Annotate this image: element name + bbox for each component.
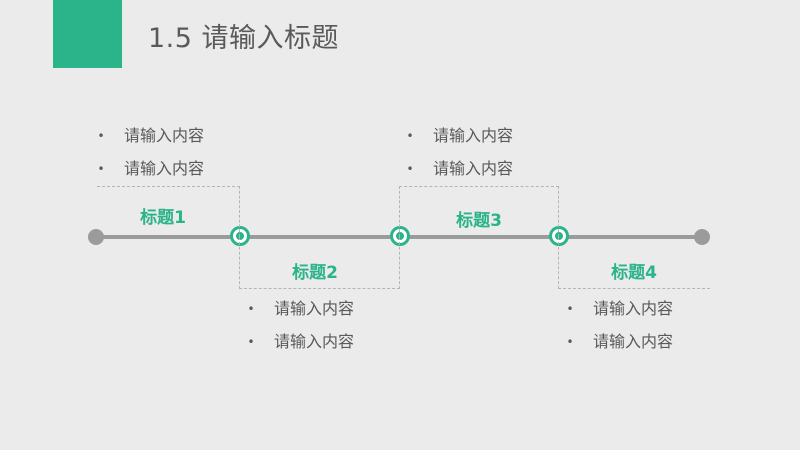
stage-title-2: 标题2 xyxy=(292,263,338,283)
list-item-text: 请输入内容 xyxy=(124,126,205,145)
stage-title-3: 标题3 xyxy=(456,211,502,231)
list-item: • 请输入内容 xyxy=(246,331,354,364)
list-item: • 请输入内容 xyxy=(565,331,673,364)
list-item-text: 请输入内容 xyxy=(274,332,355,351)
bullet-icon: • xyxy=(406,129,414,143)
stage-3-bullets: • 请输入内容 • 请输入内容 xyxy=(405,125,513,191)
accent-block xyxy=(53,0,122,68)
bullet-icon: • xyxy=(566,335,574,349)
page-title: 1.5 请输入标题 xyxy=(148,23,340,54)
bullet-icon: • xyxy=(247,335,255,349)
stage-2-bullets: • 请输入内容 • 请输入内容 xyxy=(246,298,354,364)
timeline-node-2 xyxy=(390,226,410,246)
bullet-icon: • xyxy=(97,129,105,143)
list-item-text: 请输入内容 xyxy=(433,159,514,178)
stage-title-4: 标题4 xyxy=(611,263,657,283)
stage-2-frame xyxy=(239,237,400,289)
list-item: • 请输入内容 xyxy=(246,298,354,331)
timeline-node-3 xyxy=(549,226,569,246)
list-item-text: 请输入内容 xyxy=(124,159,205,178)
list-item: • 请输入内容 xyxy=(405,158,513,191)
list-item-text: 请输入内容 xyxy=(593,332,674,351)
stage-3-frame xyxy=(399,186,559,237)
list-item: • 请输入内容 xyxy=(96,125,204,158)
stage-4-frame xyxy=(558,237,710,289)
stage-title-1: 标题1 xyxy=(140,208,186,228)
timeline-node-1 xyxy=(230,226,250,246)
list-item-text: 请输入内容 xyxy=(593,299,674,318)
bullet-icon: • xyxy=(97,162,105,176)
bullet-icon: • xyxy=(566,302,574,316)
stage-1-bullets: • 请输入内容 • 请输入内容 xyxy=(96,125,204,191)
list-item: • 请输入内容 xyxy=(96,158,204,191)
list-item-text: 请输入内容 xyxy=(433,126,514,145)
bullet-icon: • xyxy=(406,162,414,176)
bullet-icon: • xyxy=(247,302,255,316)
list-item-text: 请输入内容 xyxy=(274,299,355,318)
stage-1-frame xyxy=(97,186,240,237)
stage-4-bullets: • 请输入内容 • 请输入内容 xyxy=(565,298,673,364)
timeline-start-dot xyxy=(88,229,104,245)
list-item: • 请输入内容 xyxy=(565,298,673,331)
list-item: • 请输入内容 xyxy=(405,125,513,158)
timeline-end-dot xyxy=(694,229,710,245)
